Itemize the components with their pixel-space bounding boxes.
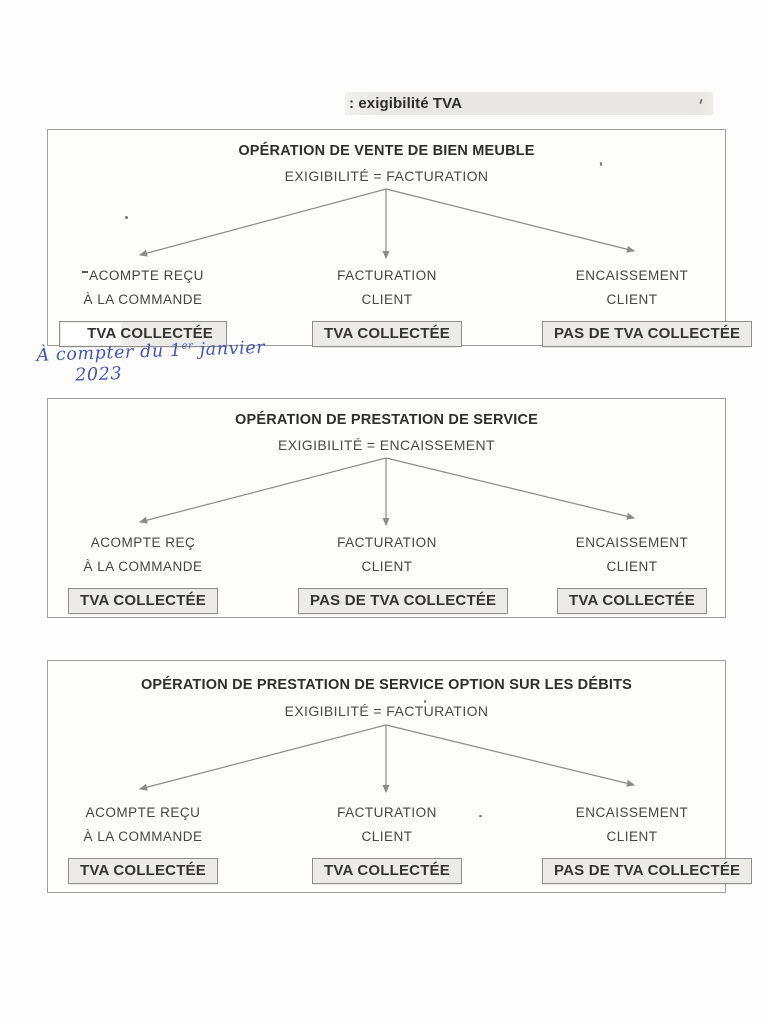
result-label: TVA COLLECTÉE — [87, 325, 213, 342]
result-label: PAS DE TVA COLLECTÉE — [554, 862, 741, 879]
branch-acompte: ACOMPTE REÇU À LA COMMANDE TVA COLLECTÉE — [54, 264, 232, 347]
panel-title: OPÉRATION DE PRESTATION DE SERVICE — [234, 412, 539, 428]
branch-acompte: ACOMPTE REÇ À LA COMMANDE TVA COLLECTÉE — [54, 531, 232, 614]
arrow-right-icon — [385, 188, 636, 253]
branch-label-line1: ENCAISSEMENT — [575, 805, 689, 820]
result-label: TVA COLLECTÉE — [569, 592, 695, 609]
branch-label-line2: CLIENT — [361, 829, 413, 844]
result-label: TVA COLLECTÉE — [80, 592, 206, 609]
branch-facturation: FACTURATION CLIENT TVA COLLECTÉE — [298, 264, 476, 347]
branch-label-line1: ACOMPTE REÇU — [85, 805, 201, 820]
result-label: TVA COLLECTÉE — [324, 862, 450, 879]
arrow-fan-icon — [138, 724, 636, 794]
branch-encaissement: ENCAISSEMENT CLIENT PAS DE TVA COLLECTÉE — [542, 264, 753, 347]
panel-subtitle: EXIGIBILITÉ = ENCAISSEMENT — [278, 437, 495, 453]
diagram-panel-prestation-service: OPÉRATION DE PRESTATION DE SERVICE EXIGI… — [47, 398, 726, 618]
branch-facturation: FACTURATION CLIENT TVA COLLECTÉE — [298, 801, 476, 884]
whiteout-correction — [61, 323, 121, 345]
diagram-panel-prestation-service-option-debits: OPÉRATION DE PRESTATION DE SERVICE OPTIO… — [47, 660, 753, 893]
branch-label-line1: ENCAISSEMENT — [575, 268, 689, 283]
branch-label-line2: À LA COMMANDE — [83, 292, 203, 307]
panel-title: OPÉRATION DE VENTE DE BIEN MEUBLE — [238, 143, 535, 159]
result-box-pas-de-tva: PAS DE TVA COLLECTÉE — [542, 858, 753, 884]
result-label: PAS DE TVA COLLECTÉE — [554, 325, 741, 342]
result-box-tva-collectee: TVA COLLECTÉE — [557, 588, 707, 614]
panel-title: OPÉRATION DE PRESTATION DE SERVICE OPTIO… — [140, 677, 633, 693]
arrow-right-icon — [385, 457, 636, 520]
branch-label-line2: CLIENT — [361, 292, 413, 307]
page-title: : exigibilité TVA — [349, 95, 463, 112]
branch-label-line1: ENCAISSEMENT — [575, 535, 689, 550]
arrow-left-icon — [138, 457, 387, 524]
diagram-panel-vente-bien-meuble: OPÉRATION DE VENTE DE BIEN MEUBLE EXIGIB… — [47, 129, 753, 347]
result-box-tva-collectee: TVA COLLECTÉE — [312, 858, 462, 884]
branch-facturation: FACTURATION CLIENT PAS DE TVA COLLECTÉE — [298, 531, 509, 614]
document-header-strip: : exigibilité TVA — [345, 92, 713, 115]
branch-acompte: ACOMPTE REÇU À LA COMMANDE TVA COLLECTÉE — [54, 801, 232, 884]
arrow-fan-icon — [138, 188, 636, 260]
branch-label-line1: ACOMPTE REÇU — [54, 264, 232, 288]
arrow-fan-icon — [138, 457, 636, 527]
branch-label-line2: CLIENT — [606, 829, 658, 844]
handwritten-note: À compter du 1er janvier 2023 — [36, 333, 266, 388]
branch-label-line2: CLIENT — [361, 559, 413, 574]
result-box-tva-collectee: TVA COLLECTÉE — [59, 321, 227, 347]
arrow-left-icon — [138, 724, 387, 791]
branch-encaissement: ENCAISSEMENT CLIENT PAS DE TVA COLLECTÉE — [542, 801, 753, 884]
branch-label-line1: ACOMPTE REÇ — [90, 535, 196, 550]
branch-label-line2: CLIENT — [606, 559, 658, 574]
branch-label-line1: FACTURATION — [337, 805, 437, 820]
result-box-pas-de-tva: PAS DE TVA COLLECTÉE — [298, 588, 509, 614]
result-box-tva-collectee: TVA COLLECTÉE — [312, 321, 462, 347]
result-label: TVA COLLECTÉE — [80, 862, 206, 879]
scan-speckle — [479, 815, 482, 817]
panel-subtitle: EXIGIBILITÉ = FACTURATION — [284, 703, 489, 719]
branch-label-line2: À LA COMMANDE — [83, 829, 203, 844]
scan-artifact-dash — [82, 271, 89, 273]
result-box-tva-collectee: TVA COLLECTÉE — [68, 858, 218, 884]
branch-encaissement: ENCAISSEMENT CLIENT TVA COLLECTÉE — [542, 531, 722, 614]
arrow-left-icon — [138, 188, 387, 257]
result-box-pas-de-tva: PAS DE TVA COLLECTÉE — [542, 321, 753, 347]
result-box-tva-collectee: TVA COLLECTÉE — [68, 588, 218, 614]
arrow-right-icon — [385, 724, 636, 787]
scan-speckle — [125, 216, 128, 219]
branch-label-line2: À LA COMMANDE — [83, 559, 203, 574]
result-label: PAS DE TVA COLLECTÉE — [310, 592, 497, 609]
scan-speckle — [424, 700, 426, 703]
branch-label-line1: FACTURATION — [337, 535, 437, 550]
panel-subtitle: EXIGIBILITÉ = FACTURATION — [284, 168, 489, 184]
branch-label-line1: FACTURATION — [337, 268, 437, 283]
result-label: TVA COLLECTÉE — [324, 325, 450, 342]
branch-label-line2: CLIENT — [606, 292, 658, 307]
